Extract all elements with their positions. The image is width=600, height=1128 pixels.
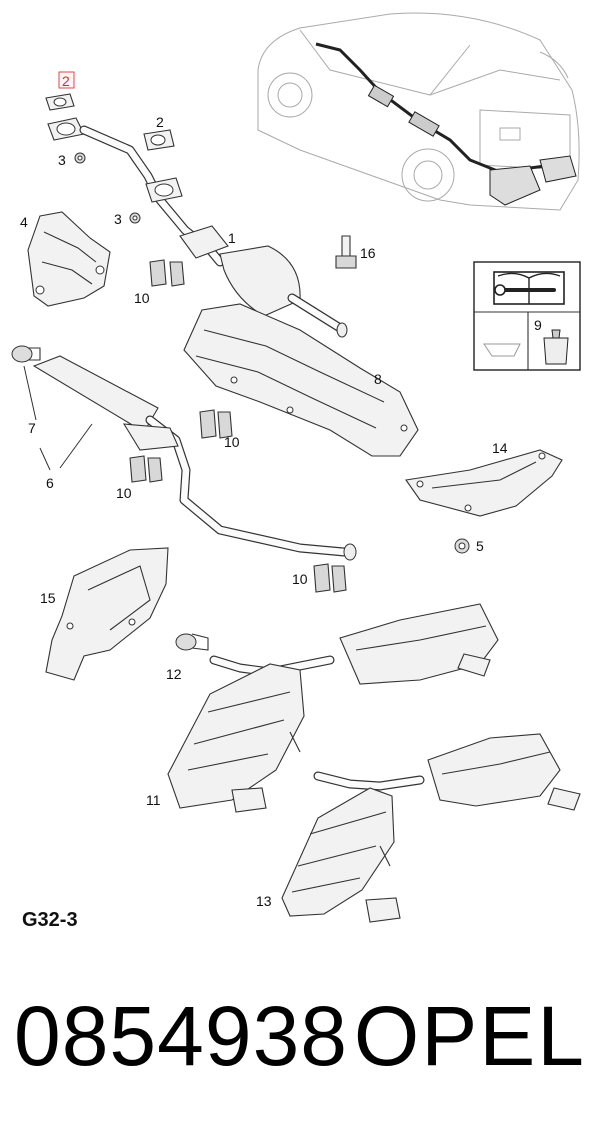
center-muffler-pipe: [32, 355, 357, 561]
kit-box: 9: [473, 261, 581, 371]
rubber-mount-10a: [149, 259, 185, 287]
nut-icon-3b: [129, 212, 141, 224]
sealant-tube-icon: [483, 329, 569, 365]
clamp-12: [175, 633, 209, 651]
callout-14: 14: [492, 440, 508, 456]
callout-4: 4: [20, 214, 28, 230]
callout-7: 7: [28, 420, 36, 436]
nut-icon-3a: [74, 152, 86, 164]
bolt-16: [335, 235, 357, 269]
heat-shield-4: [27, 211, 111, 307]
brand-name: OPEL: [353, 989, 586, 1083]
part-number: 0854938: [14, 989, 349, 1083]
manual-wrench-icon: [493, 271, 565, 305]
catalytic-converter: [179, 225, 348, 338]
callout-8: 8: [374, 371, 382, 387]
clamp-7: [11, 345, 41, 363]
callout-16: 16: [360, 245, 376, 261]
heat-shield-8: [183, 303, 419, 457]
footer: 0854938 OPEL: [0, 990, 600, 1090]
callout-10b: 10: [224, 434, 240, 450]
rear-muffler-13: [281, 733, 581, 923]
callout-2: 2: [156, 114, 164, 130]
rear-muffler-11: [167, 603, 499, 813]
gasket-highlight-label: 2: [58, 71, 75, 89]
heat-shield-15: [45, 547, 169, 681]
callout-2-highlighted: 2: [62, 73, 70, 89]
nut-5: [454, 538, 470, 554]
callout-3a: 3: [58, 152, 66, 168]
callout-1: 1: [228, 230, 236, 246]
gasket-part: [45, 93, 75, 111]
gasket-2-right: [143, 129, 175, 151]
callout-6: 6: [46, 475, 54, 491]
callout-10c: 10: [116, 485, 132, 501]
flange-gasket: [47, 117, 85, 141]
callout-9: 9: [534, 317, 542, 333]
section-code: G32-3: [22, 909, 78, 931]
callout-12: 12: [166, 666, 182, 682]
callout-5: 5: [476, 538, 484, 554]
callout-13: 13: [256, 893, 272, 909]
callout-10d: 10: [292, 571, 308, 587]
vehicle-outline: [257, 12, 580, 211]
callout-15: 15: [40, 590, 56, 606]
rubber-mount-10b: [199, 409, 233, 439]
callout-3b: 3: [114, 211, 122, 227]
rubber-mount-10c: [129, 455, 163, 483]
heat-shield-14: [405, 449, 563, 517]
callout-11: 11: [146, 792, 161, 808]
callout-10a: 10: [134, 290, 150, 306]
rubber-mount-10d: [313, 563, 347, 593]
